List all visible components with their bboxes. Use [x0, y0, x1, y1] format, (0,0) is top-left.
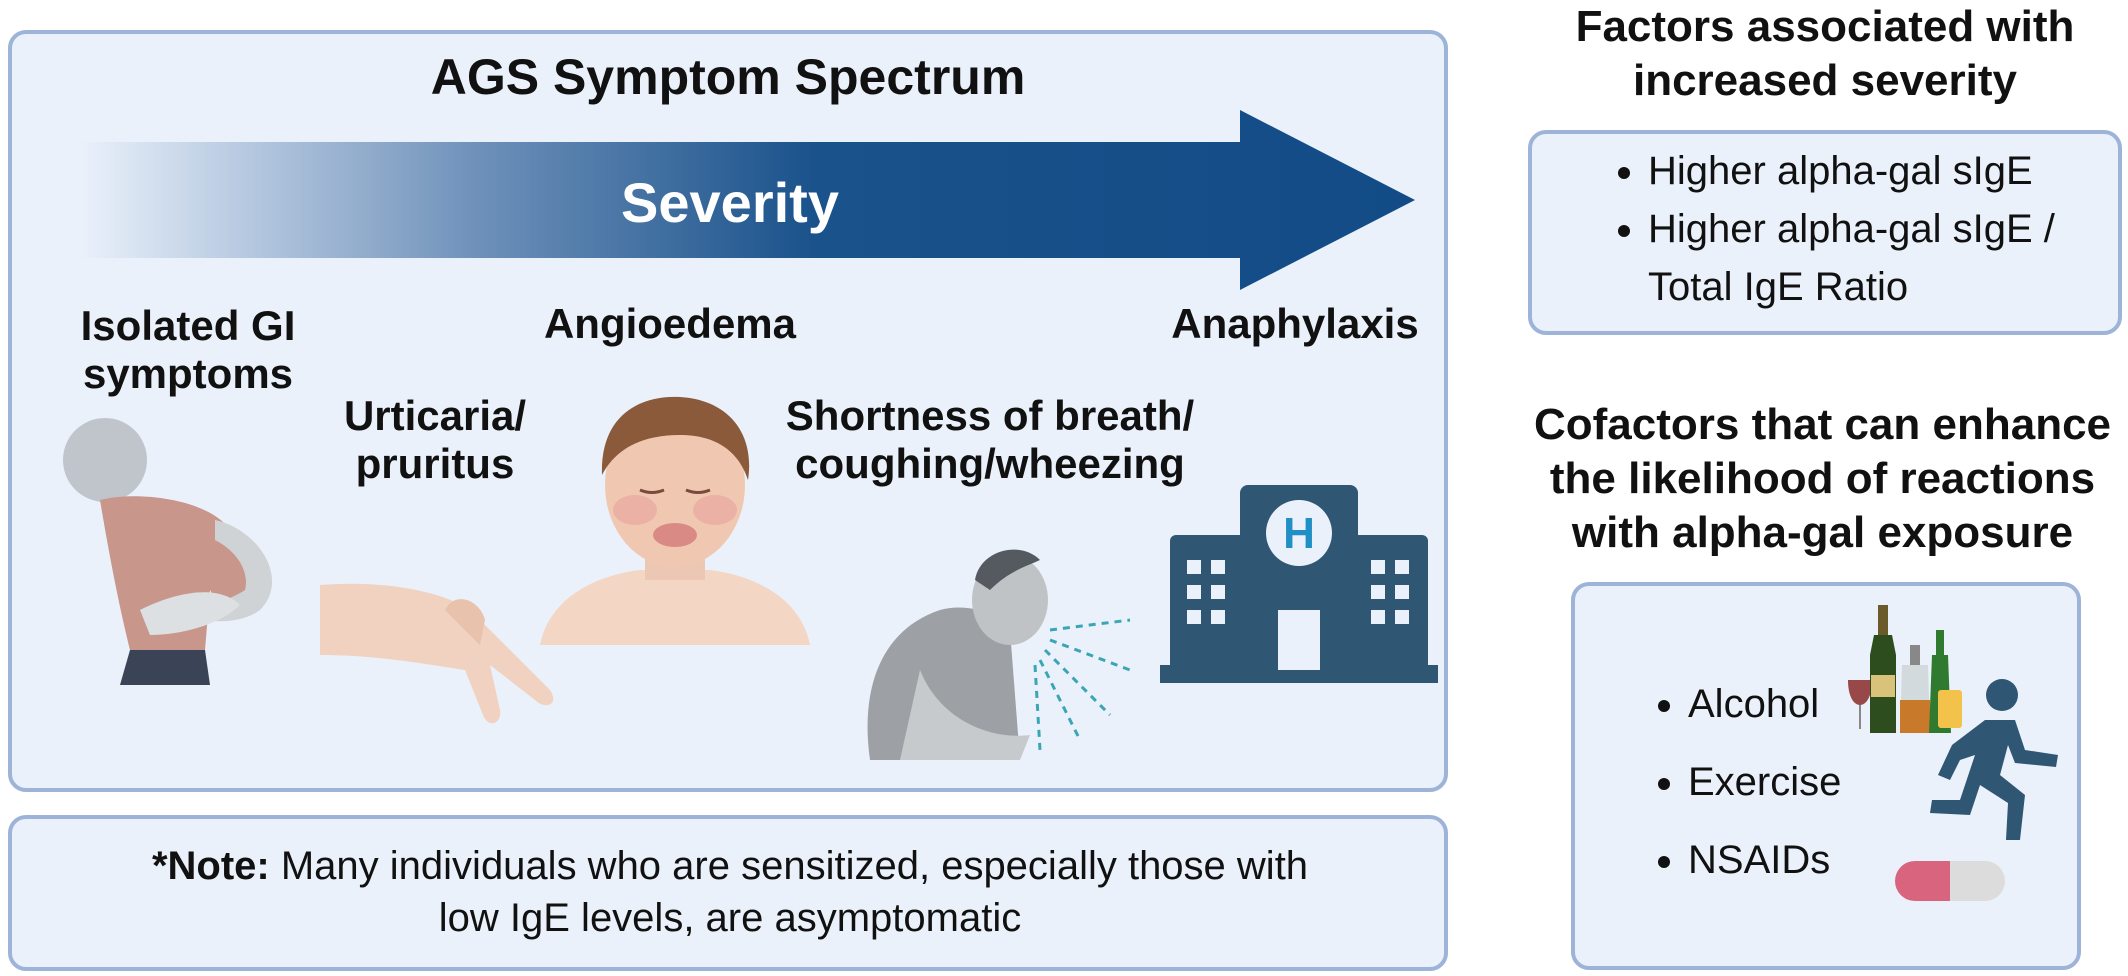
coughing-person-icon	[867, 549, 1131, 760]
stomach-pain-person-icon	[63, 418, 273, 685]
running-person-icon	[1930, 679, 2058, 840]
spectrum-title: AGS Symptom Spectrum	[430, 49, 1026, 105]
symptom-label-anaphylaxis: Anaphylaxis	[1171, 300, 1419, 347]
severity-factor-item: Higher alpha-gal sIgE	[1648, 142, 2128, 200]
scratching-hand-icon	[320, 583, 554, 724]
severity-arrow	[80, 110, 1415, 290]
svg-text:H: H	[1283, 509, 1315, 558]
note-body: Many individuals who are sensitized, esp…	[280, 844, 1309, 940]
symptom-label-respiratory: Shortness of breath/ coughing/wheezing	[785, 392, 1195, 487]
note-text: *Note: Many individuals who are sensitiz…	[130, 840, 1330, 944]
severity-label: Severity	[621, 171, 839, 234]
alcohol-bottles-icon	[1848, 605, 1962, 733]
severity-factors-heading: Factors associated with increased severi…	[1575, 2, 2075, 105]
symptom-label-gi: Isolated GI symptoms	[80, 302, 296, 397]
symptom-label-urticaria: Urticaria/ pruritus	[343, 392, 527, 487]
note-prefix: *Note:	[151, 844, 270, 888]
severity-factors-list: Higher alpha-gal sIgE Higher alpha-gal s…	[1600, 142, 2128, 316]
cofactors-list: Alcohol Exercise NSAIDs	[1640, 665, 1888, 899]
note-panel	[8, 815, 1448, 971]
pill-capsule-icon	[1895, 861, 2005, 901]
severity-factor-item: Higher alpha-gal sIgE / Total IgE Ratio	[1648, 200, 2128, 316]
cofactor-item-alcohol: Alcohol	[1688, 665, 1888, 743]
cofactor-item-exercise: Exercise	[1688, 743, 1888, 821]
severity-factors-panel	[1528, 130, 2122, 335]
cofactors-heading: Cofactors that can enhance the likelihoo…	[1533, 400, 2112, 557]
cofactor-item-nsaids: NSAIDs	[1688, 821, 1888, 899]
hospital-icon: H	[1160, 485, 1438, 683]
swollen-face-icon	[540, 396, 810, 645]
symptom-label-angioedema: Angioedema	[543, 300, 797, 347]
